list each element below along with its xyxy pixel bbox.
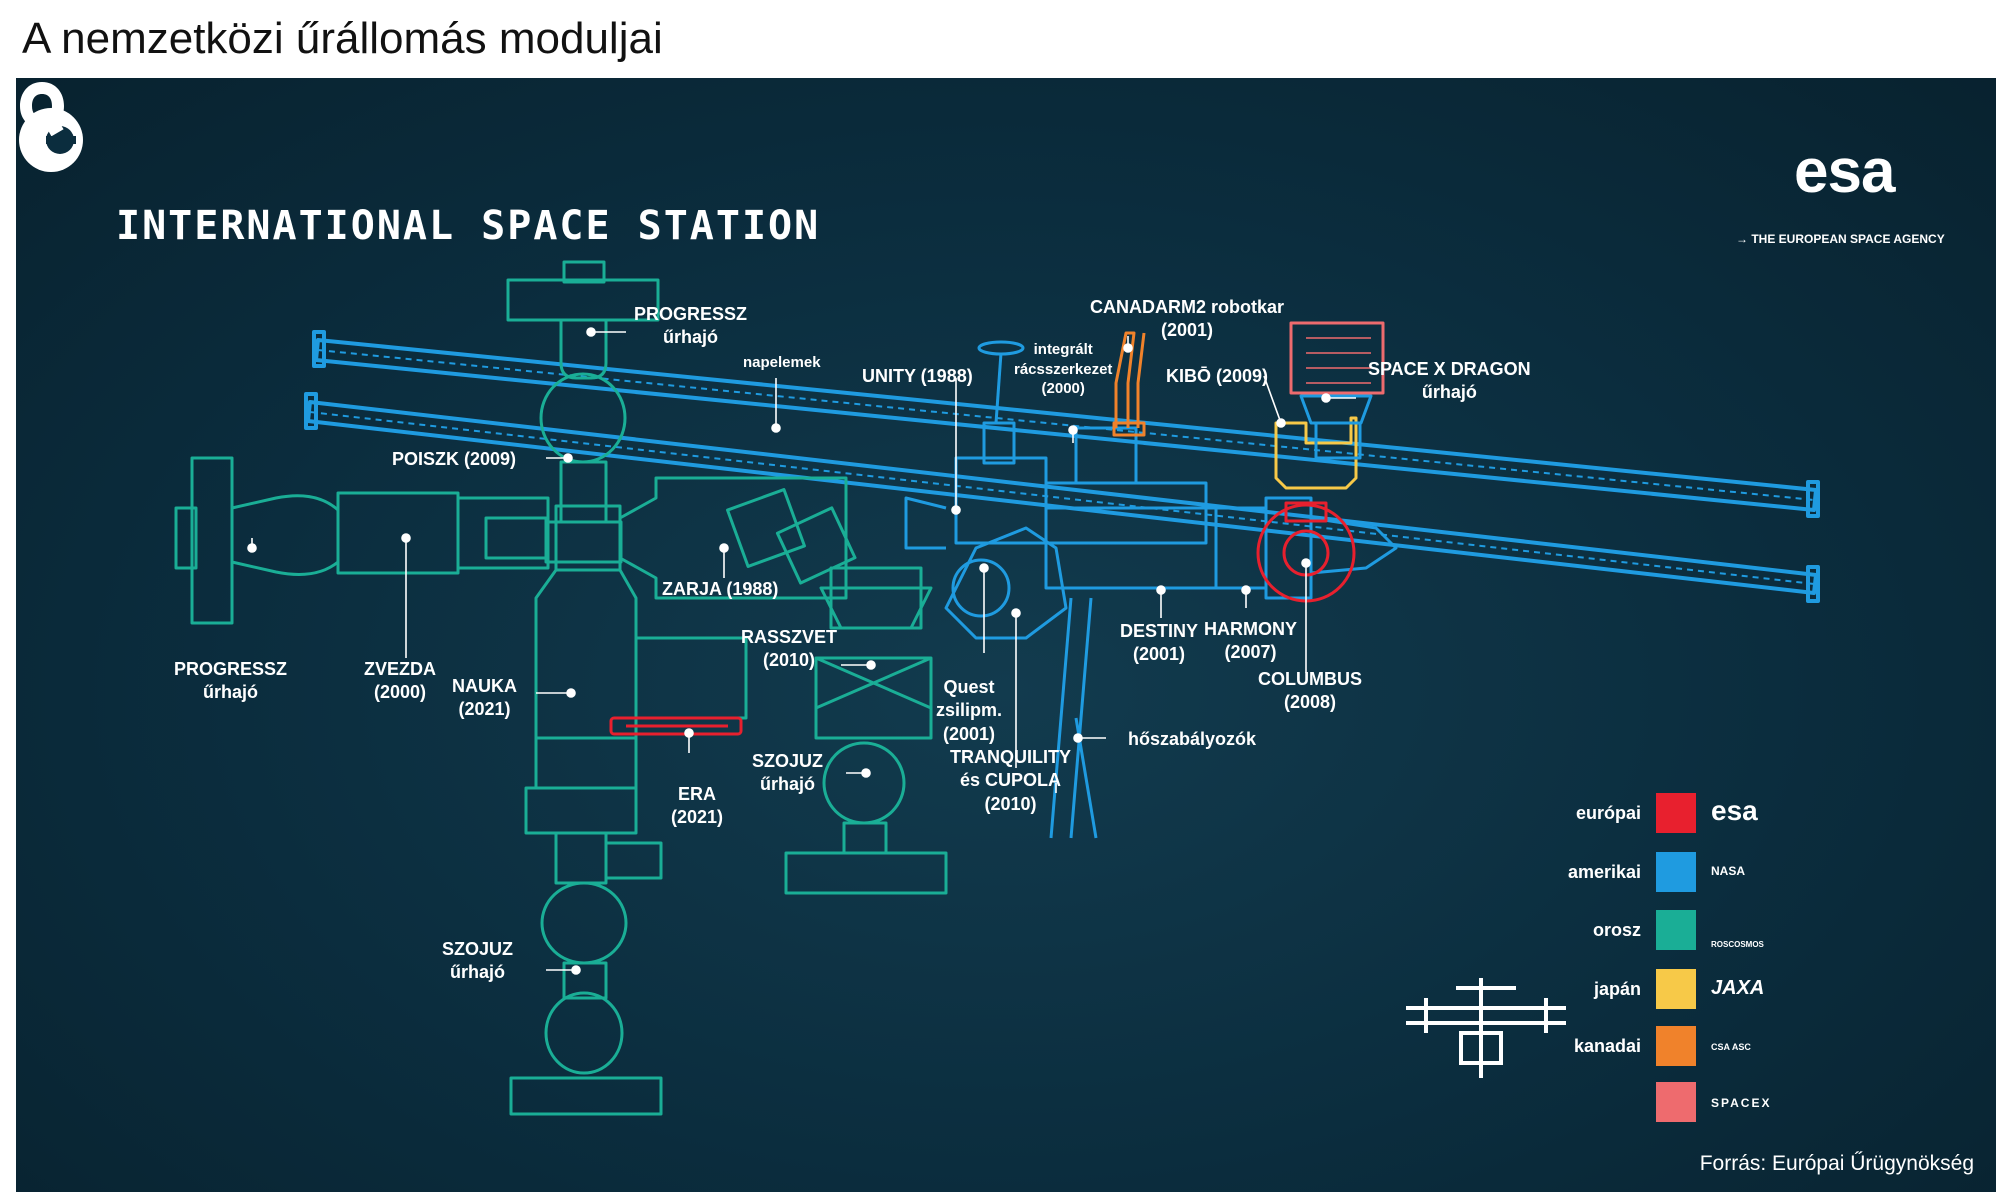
label-nauka: NAUKA(2021)	[452, 676, 517, 720]
canadarm	[1112, 331, 1146, 437]
spacex-logo: SPACEX	[1711, 1096, 1772, 1110]
legend-swatch-russian	[1656, 910, 1696, 950]
iss-silhouette-icon	[1406, 978, 1566, 1078]
label-hoszabalyozok: hőszabályozók	[1128, 729, 1257, 749]
era-arm	[609, 716, 743, 736]
kibo-module	[1274, 416, 1358, 490]
dragon-capsule	[1289, 321, 1385, 395]
legend-swatch-european	[1656, 793, 1696, 833]
roscosmos-logo: ROSCOSMOS	[1711, 940, 1764, 949]
q-logo-icon	[20, 82, 64, 136]
legend-label: kanadai	[1573, 1036, 1641, 1056]
label-zvezda: ZVEZDA(2000)	[364, 659, 436, 703]
legend-label: európai	[1575, 803, 1641, 823]
leader-lines	[247, 327, 1356, 975]
esa-tagline: → THE EUROPEAN SPACE AGENCY	[1736, 232, 1945, 246]
label-canadarm: CANADARM2 robotkar(2001)	[1090, 297, 1285, 341]
label-rasszvet: RASSZVET(2010)	[741, 627, 838, 671]
label-napelemek: napelemek	[743, 354, 821, 371]
label-unity: UNITY (1988)	[862, 366, 973, 386]
dragon-body	[1299, 394, 1373, 460]
infographic-panel: INTERNATIONAL SPACE STATION esa → THE EU…	[16, 78, 1996, 1192]
esa-agency-logo: esa	[1711, 795, 1758, 826]
nasa-logo: NASA	[1711, 864, 1746, 878]
legend-label: orosz	[1592, 920, 1641, 940]
legend-swatch-canadian	[1656, 1026, 1696, 1066]
russian-segment	[174, 260, 948, 1116]
label-kibo: KIBŌ (2009)	[1166, 366, 1269, 386]
csa-logo: CSA ASC	[1711, 1042, 1751, 1052]
label-columbus: COLUMBUS(2008)	[1258, 669, 1362, 713]
source-credit: Forrás: Európai Űrügynökség	[1699, 1152, 1974, 1175]
legend-label: japán	[1593, 979, 1641, 999]
label-harmony: HARMONY(2007)	[1204, 619, 1297, 663]
headline: A nemzetközi űrállomás moduljai	[22, 14, 663, 63]
jaxa-logo: JAXA	[1711, 977, 1765, 999]
legend-swatch-japanese	[1656, 969, 1696, 1009]
label-era: ERA(2021)	[671, 784, 724, 828]
legend-swatch-spacex	[1656, 1082, 1696, 1122]
esa-wordmark: esa	[1794, 137, 1895, 206]
label-destiny: DESTINY(2001)	[1120, 621, 1199, 665]
legend-swatch-american	[1656, 852, 1696, 892]
legend-label: amerikai	[1567, 862, 1641, 882]
station-diagram	[174, 260, 1820, 1116]
label-zarja: ZARJA (1988)	[662, 579, 779, 599]
station-title: INTERNATIONAL SPACE STATION	[116, 203, 821, 249]
label-poiszk: POISZK (2009)	[392, 449, 517, 469]
